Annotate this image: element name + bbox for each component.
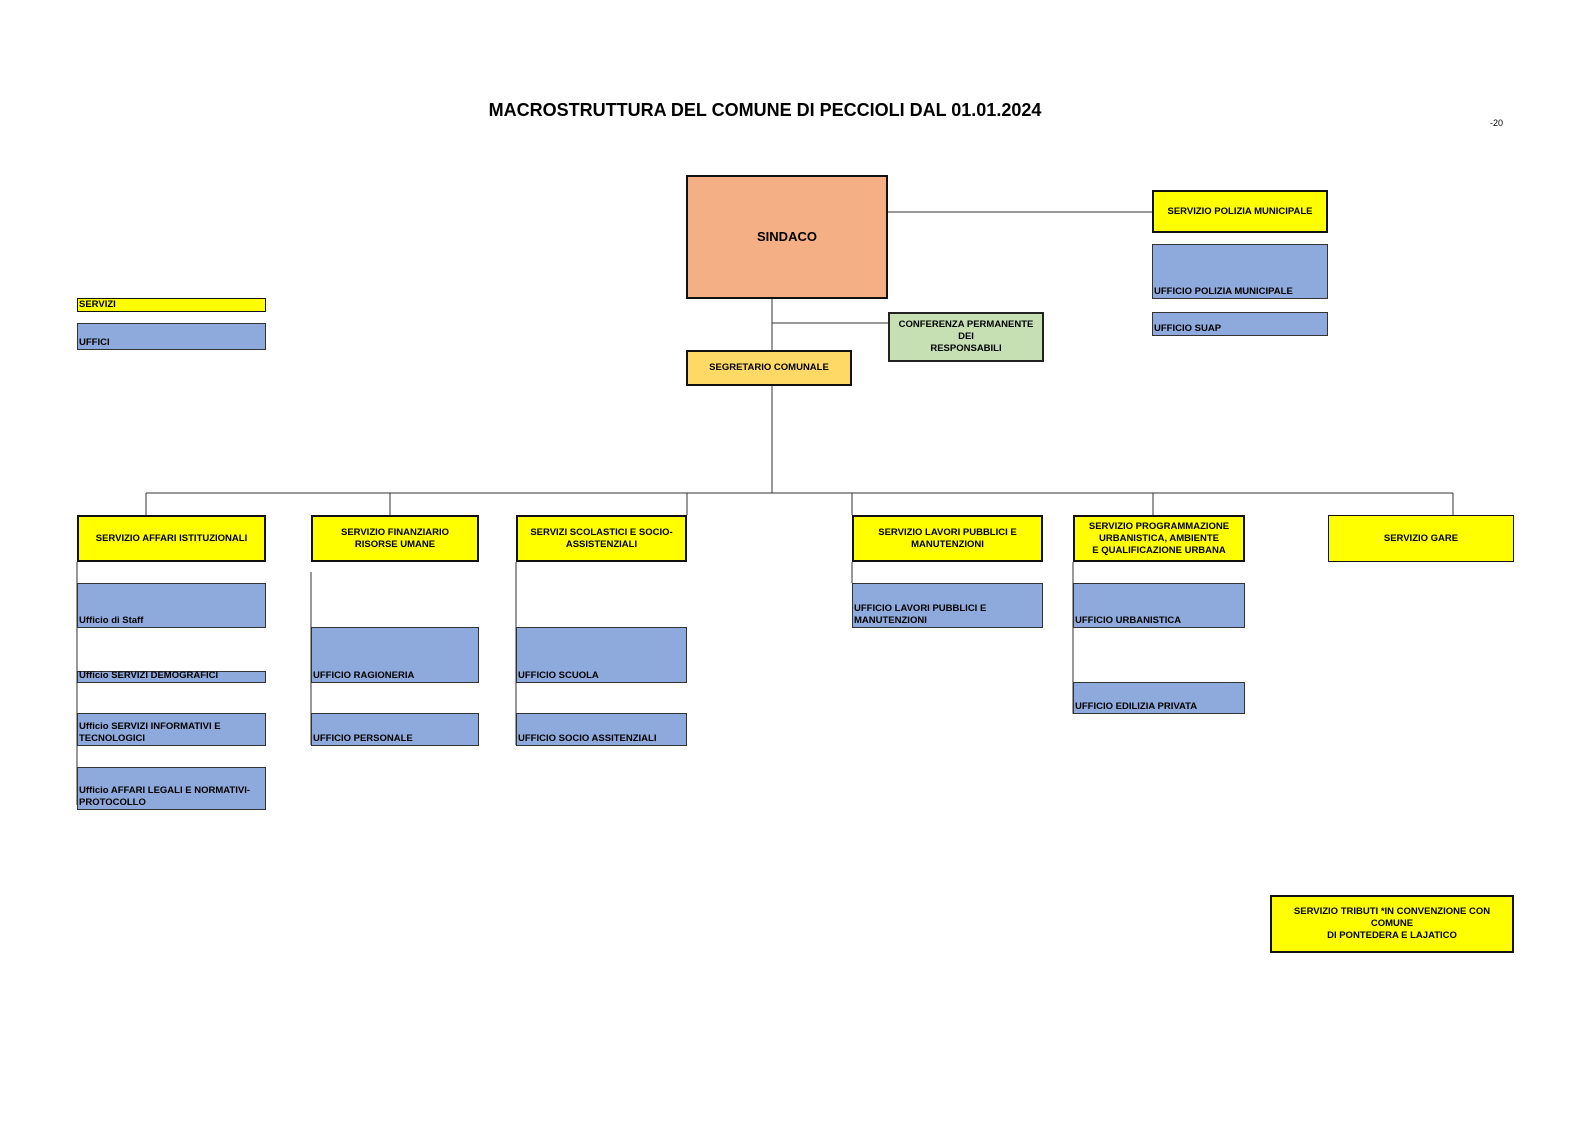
servizio-programmazione-urbanistica: SERVIZIO PROGRAMMAZIONE URBANISTICA, AMB… xyxy=(1073,515,1245,562)
ufficio-label: Ufficio SERVIZI INFORMATIVI E TECNOLOGIC… xyxy=(79,721,221,744)
servizio-lavori-pubblici: SERVIZIO LAVORI PUBBLICI E MANUTENZIONI xyxy=(852,515,1043,562)
conferenza-label: CONFERENZA PERMANENTE DEI RESPONSABILI xyxy=(898,319,1034,354)
ufficio-edilizia-privata: UFFICIO EDILIZIA PRIVATA xyxy=(1073,682,1245,714)
ufficio-label: UFFICIO EDILIZIA PRIVATA xyxy=(1075,701,1198,712)
ufficio-label: UFFICIO SOCIO ASSITENZIALI xyxy=(518,733,657,744)
ufficio-scuola: UFFICIO SCUOLA xyxy=(516,627,687,683)
conferenza-box: CONFERENZA PERMANENTE DEI RESPONSABILI xyxy=(888,312,1044,362)
tributi-label: SERVIZIO TRIBUTI *IN CONVENZIONE CON COM… xyxy=(1293,906,1491,941)
page-number: -20 xyxy=(1490,118,1504,128)
legend-uffici: UFFICI xyxy=(77,323,266,350)
polizia-servizio-label: SERVIZIO POLIZIA MUNICIPALE xyxy=(1167,205,1313,217)
servizio-label: SERVIZIO PROGRAMMAZIONE URBANISTICA, AMB… xyxy=(1088,520,1230,556)
sindaco-label: SINDACO xyxy=(757,229,817,244)
ufficio-servizi-informativi: Ufficio SERVIZI INFORMATIVI E TECNOLOGIC… xyxy=(77,713,266,746)
suap-ufficio-box: UFFICIO SUAP xyxy=(1152,312,1328,336)
ufficio-affari-legali: Ufficio AFFARI LEGALI E NORMATIVI- PROTO… xyxy=(77,767,266,810)
polizia-servizio-box: SERVIZIO POLIZIA MUNICIPALE xyxy=(1152,190,1328,233)
segretario-box: SEGRETARIO COMUNALE xyxy=(686,350,852,386)
ufficio-lavori-pubblici: UFFICIO LAVORI PUBBLICI E MANUTENZIONI xyxy=(852,583,1043,628)
polizia-ufficio-box: UFFICIO POLIZIA MUNICIPALE xyxy=(1152,244,1328,299)
ufficio-personale: UFFICIO PERSONALE xyxy=(311,713,479,746)
servizio-affari-istituzionali: SERVIZIO AFFARI ISTITUZIONALI xyxy=(77,515,266,562)
polizia-ufficio-label: UFFICIO POLIZIA MUNICIPALE xyxy=(1154,286,1293,297)
servizio-gare: SERVIZIO GARE xyxy=(1328,515,1514,562)
servizio-label: SERVIZIO LAVORI PUBBLICI E MANUTENZIONI xyxy=(878,526,1017,550)
ufficio-label: Ufficio SERVIZI DEMOGRAFICI xyxy=(79,670,219,681)
ufficio-label: UFFICIO LAVORI PUBBLICI E MANUTENZIONI xyxy=(854,603,987,626)
servizi-scolastici: SERVIZI SCOLASTICI E SOCIO- ASSISTENZIAL… xyxy=(516,515,687,562)
ufficio-label: UFFICIO URBANISTICA xyxy=(1075,615,1182,626)
legend-uffici-label: UFFICI xyxy=(79,337,110,348)
servizio-label: SERVIZI SCOLASTICI E SOCIO- ASSISTENZIAL… xyxy=(530,526,673,550)
ufficio-servizi-demografici: Ufficio SERVIZI DEMOGRAFICI xyxy=(77,670,266,683)
legend-servizi: SERVIZI xyxy=(77,298,266,312)
ufficio-socio-assistenziali: UFFICIO SOCIO ASSITENZIALI xyxy=(516,713,687,746)
ufficio-ragioneria: UFFICIO RAGIONERIA xyxy=(311,627,479,683)
ufficio-label: UFFICIO PERSONALE xyxy=(313,733,413,744)
ufficio-staff: Ufficio di Staff xyxy=(77,583,266,628)
servizio-finanziario: SERVIZIO FINANZIARIO RISORSE UMANE xyxy=(311,515,479,562)
servizio-label: SERVIZIO GARE xyxy=(1383,532,1459,544)
servizio-label: SERVIZIO FINANZIARIO RISORSE UMANE xyxy=(340,526,450,550)
servizio-tributi: SERVIZIO TRIBUTI *IN CONVENZIONE CON COM… xyxy=(1270,895,1514,953)
sindaco-box: SINDACO xyxy=(686,175,888,299)
ufficio-label: UFFICIO RAGIONERIA xyxy=(313,670,415,681)
page-title: MACROSTRUTTURA DEL COMUNE DI PECCIOLI DA… xyxy=(488,100,1042,120)
suap-ufficio-label: UFFICIO SUAP xyxy=(1154,323,1222,334)
servizio-label: SERVIZIO AFFARI ISTITUZIONALI xyxy=(95,532,248,544)
ufficio-label: UFFICIO SCUOLA xyxy=(518,670,599,681)
ufficio-label: Ufficio AFFARI LEGALI E NORMATIVI- PROTO… xyxy=(79,785,250,808)
ufficio-urbanistica: UFFICIO URBANISTICA xyxy=(1073,583,1245,628)
legend-servizi-label: SERVIZI xyxy=(79,299,116,310)
ufficio-label: Ufficio di Staff xyxy=(79,615,144,626)
segretario-label: SEGRETARIO COMUNALE xyxy=(709,362,829,373)
